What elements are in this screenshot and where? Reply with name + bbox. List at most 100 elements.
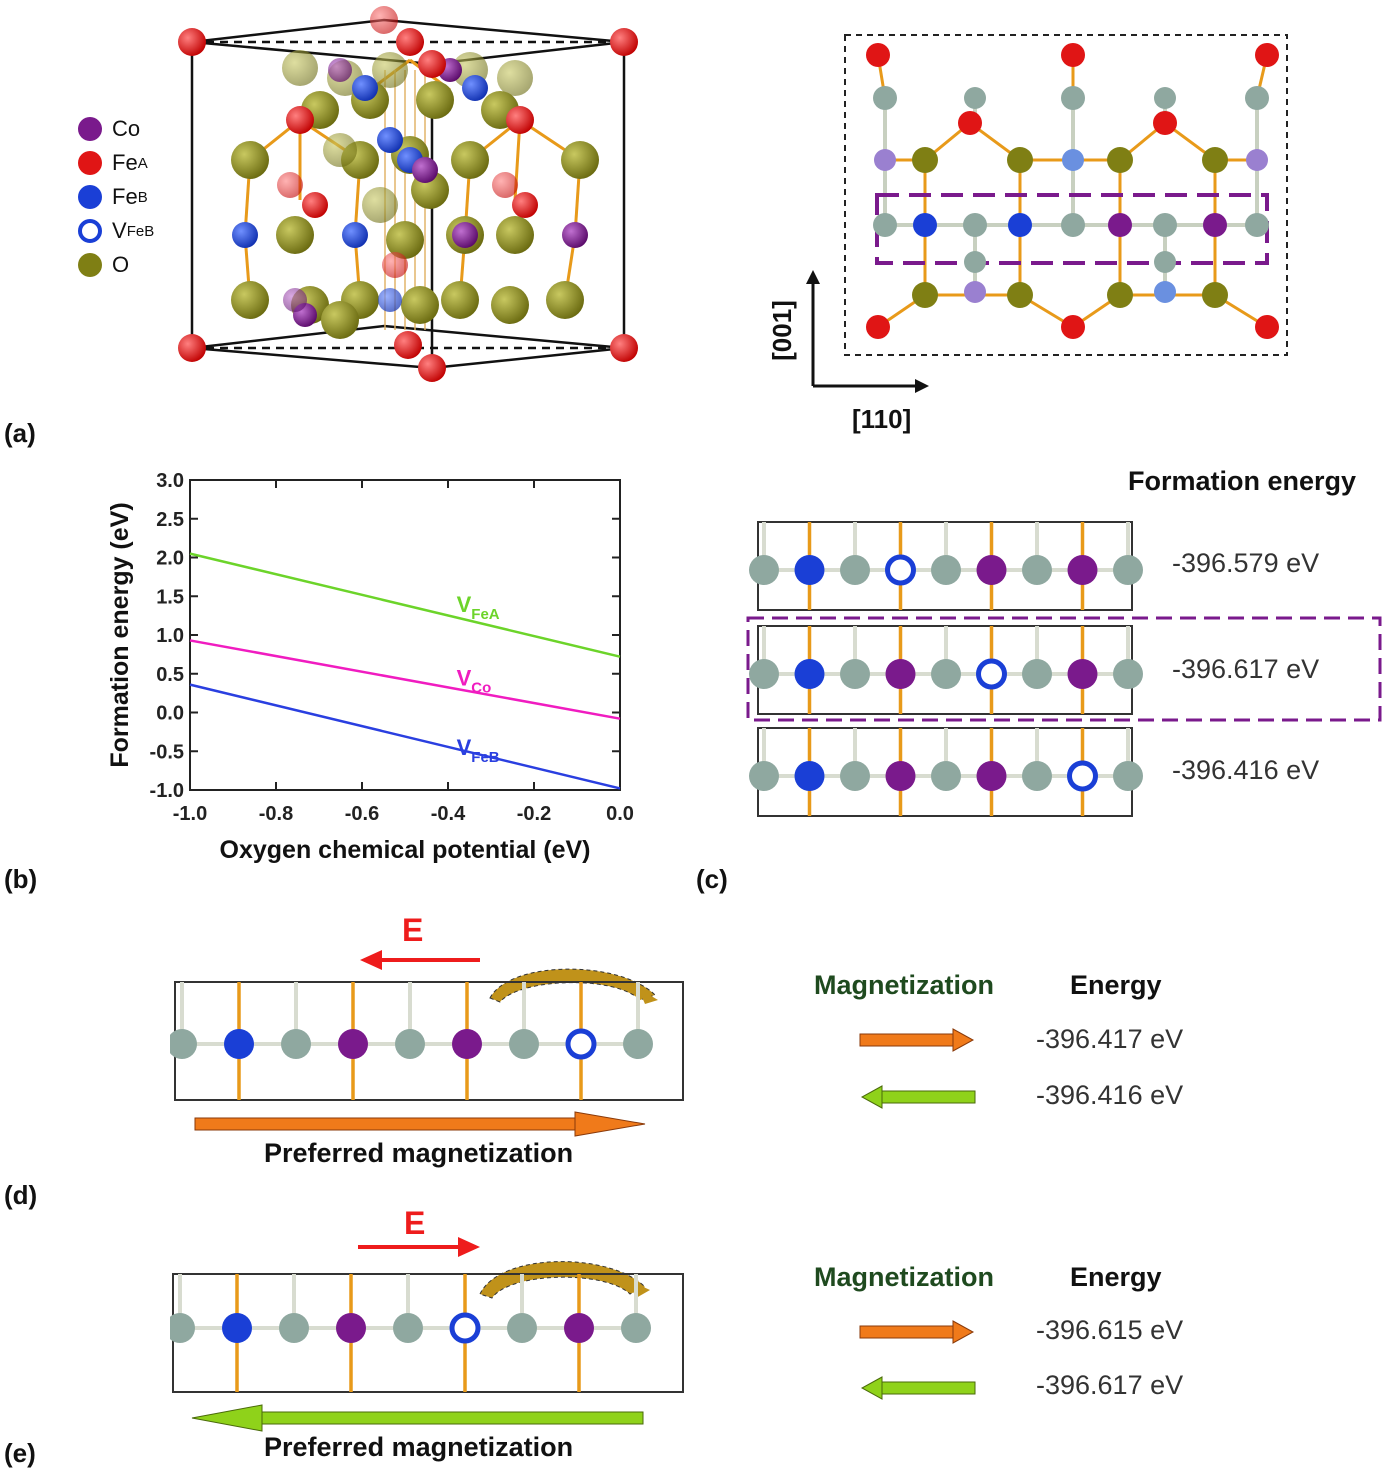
field-arrow-right [358, 1237, 480, 1257]
formation-energy-chart: 3.02.52.01.51.00.50.0-0.5-1.0-1.0-0.8-0.… [106, 470, 634, 864]
oxygen-atom [507, 1313, 537, 1343]
x-tick-label: -0.8 [259, 803, 293, 825]
co-atom [1067, 555, 1098, 585]
panel-label-a: (a) [4, 418, 36, 448]
legend-sub-feb: B [137, 188, 148, 206]
configuration-chain [749, 728, 1143, 816]
formation-energy-heading: Formation energy [1128, 466, 1357, 496]
feb-atom [224, 1029, 254, 1059]
oxygen-atom [931, 761, 961, 791]
arrow-left-icon [360, 950, 382, 970]
series-line-feb [189, 683, 621, 790]
fea-atom-icon [78, 151, 102, 175]
feb-atom [794, 555, 825, 585]
slab-cell-box [844, 34, 1288, 356]
preferred-arrow-e [191, 1404, 644, 1432]
arrow-right-icon [458, 1237, 480, 1257]
x-tick-label: -0.2 [517, 803, 551, 825]
magnetization-arrows-d [859, 1028, 976, 1109]
vacancy-site [885, 554, 916, 586]
co-atom [885, 761, 916, 791]
vacancy-icon [78, 219, 102, 243]
atom-chain-d [170, 982, 653, 1100]
config-energy-2: -396.617 eV [1172, 654, 1320, 684]
slab-gray-o [873, 86, 1269, 273]
slab-fea-atoms [866, 43, 1279, 339]
axis-label-110: [110] [852, 404, 912, 434]
oxygen-atom [393, 1313, 423, 1343]
oxygen-atom [281, 1029, 311, 1059]
x-axis-title: Oxygen chemical potential (eV) [220, 836, 591, 864]
slab-feb-atoms [913, 149, 1176, 303]
oxygen-atom [395, 1029, 425, 1059]
y-axis-title: Formation energy (eV) [106, 502, 134, 767]
preferred-magnetization-d: Preferred magnetization [264, 1138, 574, 1168]
energy-value-e-1: -396.615 eV [1036, 1315, 1184, 1345]
y-tick-label: 2.5 [156, 509, 184, 531]
x-tick-label: -0.4 [431, 803, 466, 825]
series-label-feb: VFeB [457, 735, 500, 766]
magnetization-right-arrow-e [859, 1320, 975, 1344]
panel-label-c: (c) [696, 864, 728, 894]
oxygen-atom [621, 1313, 651, 1343]
lowest-energy-highlight [746, 616, 1382, 722]
y-tick-label: 2.0 [156, 548, 184, 570]
series-label-co: VCo [457, 665, 492, 696]
oxygen-atom [931, 659, 961, 689]
y-tick-label: 0.5 [156, 664, 184, 686]
hop-arrow-d [489, 968, 656, 1003]
co-atom [452, 1029, 482, 1059]
legend-item-co: Co [78, 112, 198, 146]
arrow-right-icon [915, 379, 929, 393]
y-tick-label: -1.0 [150, 780, 184, 802]
fea-atoms [178, 6, 638, 382]
y-tick-label: 1.0 [156, 625, 184, 647]
config-energy-3: -396.416 eV [1172, 755, 1320, 785]
field-label-d: E [402, 912, 424, 948]
y-tick-label: 1.5 [156, 586, 184, 608]
vacancy-site [976, 658, 1007, 690]
oxygen-atom [509, 1029, 539, 1059]
energy-header-e: Energy [1070, 1262, 1162, 1292]
x-tick-label: -0.6 [345, 803, 379, 825]
arrow-up-icon [806, 270, 820, 284]
legend-sub-vacancy: FeB [126, 222, 155, 240]
oxygen-atom [623, 1029, 653, 1059]
hop-arrowhead-d [638, 988, 658, 1004]
legend-sub-fea: A [137, 154, 148, 172]
oxygen-atom [1113, 659, 1143, 689]
co-atom [885, 659, 916, 689]
o-atom-icon [78, 253, 102, 277]
legend-label-fea: Fe [112, 150, 138, 175]
oxygen-atom [840, 659, 870, 689]
magnetization-right-arrow-d [859, 1028, 975, 1052]
unit-cell-3d [178, 6, 638, 382]
field-arrow-left [360, 950, 480, 970]
energy-header-d: Energy [1070, 970, 1162, 1000]
oxygen-atom [279, 1313, 309, 1343]
configuration-chain [749, 626, 1143, 714]
co-atom [336, 1313, 366, 1343]
oxygen-atom [1113, 555, 1143, 585]
oxygen-atom [840, 761, 870, 791]
preferred-arrow-d [194, 1111, 646, 1137]
oxygen-atom [1113, 761, 1143, 791]
feb-atoms [232, 75, 488, 312]
oxygen-atom [931, 555, 961, 585]
magnetization-left-arrow-e [860, 1376, 976, 1400]
series-line-co [189, 639, 621, 720]
configuration-rows [749, 521, 1143, 817]
oxygen-atom [170, 1029, 197, 1059]
legend-label-co: Co [112, 116, 141, 141]
panel-d-diagram [170, 950, 684, 1137]
oxygen-atom [749, 555, 779, 585]
x-tick-label: 0.0 [606, 803, 634, 825]
legend-item-o: O [78, 248, 198, 282]
y-tick-label: 3.0 [156, 470, 184, 492]
atom-chain-e [170, 1274, 651, 1392]
legend-label-feb: Fe [112, 184, 138, 209]
